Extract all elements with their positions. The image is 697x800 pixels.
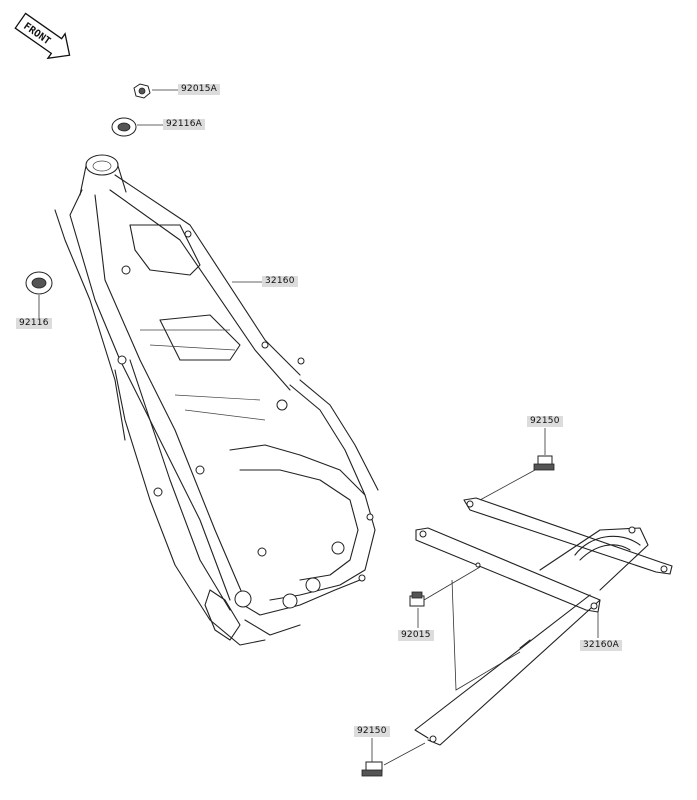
nut-92015A-icon bbox=[133, 83, 178, 99]
part-label-32160A: 32160A bbox=[580, 640, 622, 651]
bolt-92150-bottom-icon bbox=[361, 738, 426, 777]
part-label-92150-bottom: 92150 bbox=[354, 726, 390, 737]
main-frame-32160 bbox=[54, 154, 379, 646]
part-label-32160: 32160 bbox=[262, 276, 298, 287]
group-leader-line bbox=[451, 579, 521, 691]
part-label-92015: 92015 bbox=[398, 630, 434, 641]
part-label-92150-top: 92150 bbox=[527, 416, 563, 427]
bushing-92116A-icon bbox=[111, 117, 163, 137]
bushing-92116-icon bbox=[25, 271, 53, 318]
bolt-92150-top-icon bbox=[479, 428, 555, 501]
part-label-92116A: 92116A bbox=[163, 119, 205, 130]
bolt-92015-icon bbox=[409, 566, 481, 628]
subframe-32160A bbox=[414, 497, 673, 746]
front-arrow-icon: FRONT bbox=[14, 12, 71, 60]
part-label-92015A: 92015A bbox=[178, 84, 220, 95]
part-label-92116: 92116 bbox=[16, 318, 52, 329]
